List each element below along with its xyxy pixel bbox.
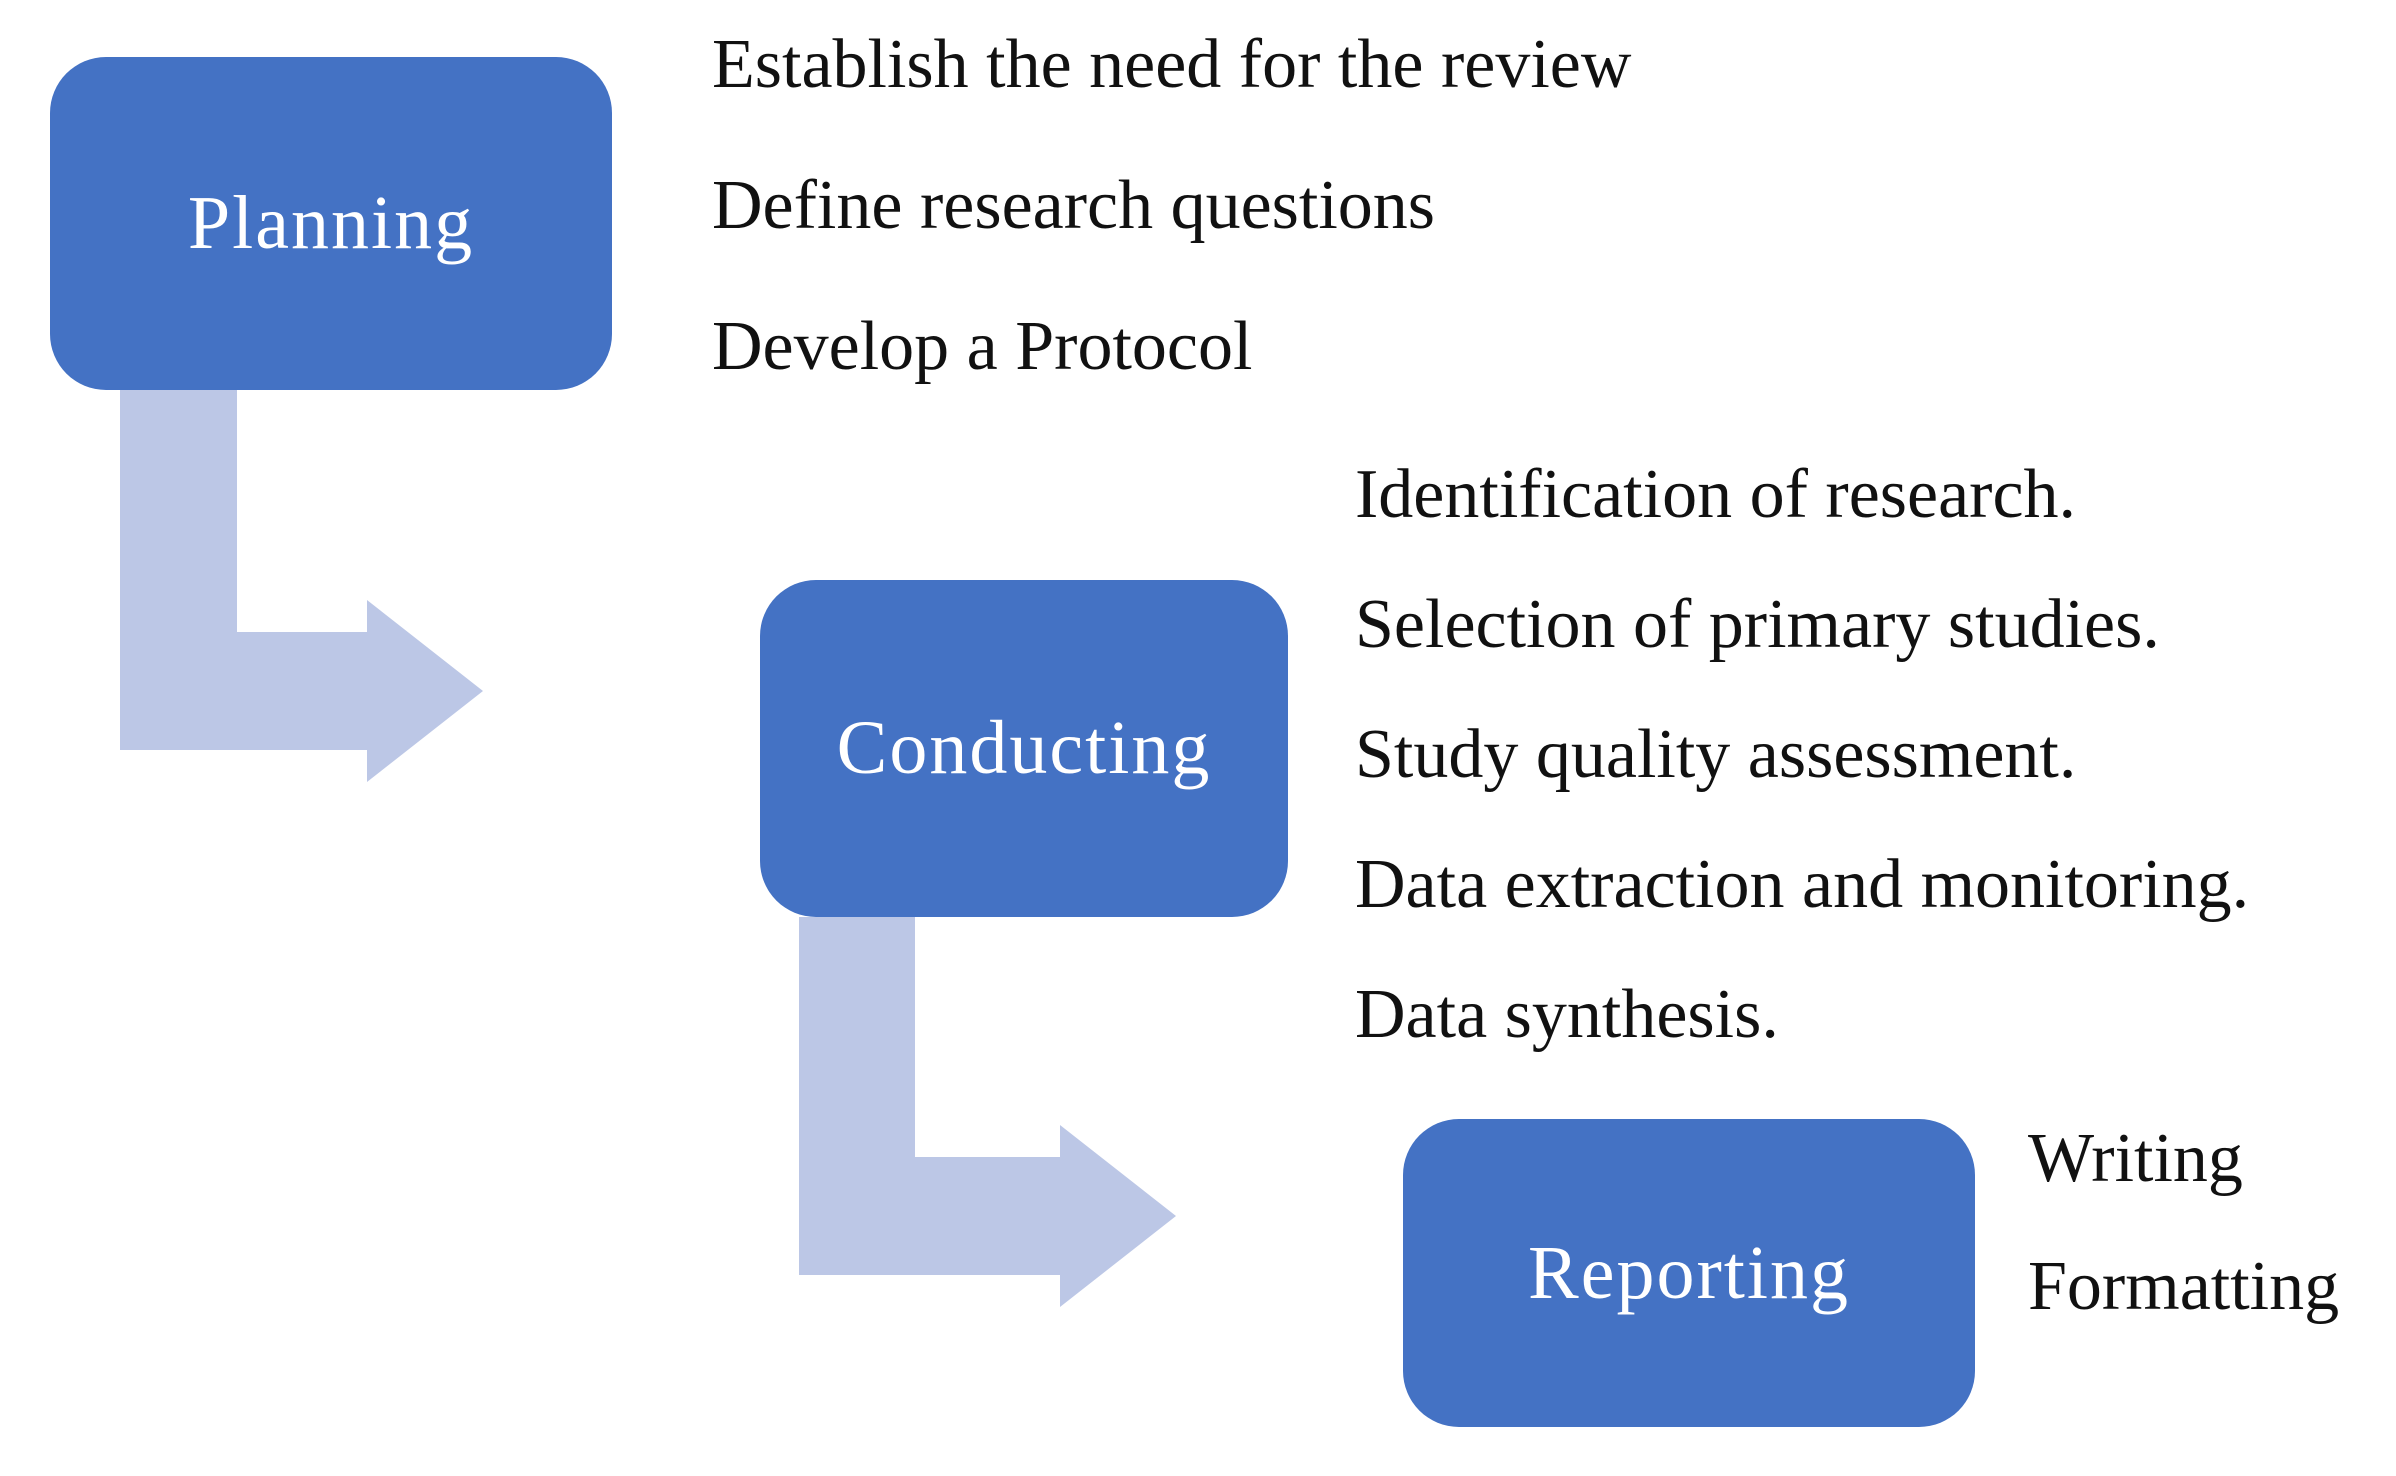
stage-items-planning: Establish the need for the review Define… [712, 0, 1631, 417]
list-item: Study quality assessment. [1355, 716, 2077, 793]
stage-items-conducting: Identification of research. Selection of… [1355, 430, 2249, 1080]
stage-items-reporting: Writing Formatting [2028, 1095, 2339, 1351]
elbow-arrow-shape [799, 917, 1176, 1307]
elbow-arrow-conducting-to-reporting [799, 917, 1176, 1307]
elbow-arrow-planning-to-conducting [120, 390, 483, 782]
list-item: Data synthesis. [1355, 976, 1779, 1053]
stage-label-planning: Planning [187, 181, 475, 265]
stage-label-reporting: Reporting [1528, 1230, 1850, 1315]
list-item: Define research questions [712, 167, 1436, 244]
list-item: Establish the need for the review [712, 26, 1632, 103]
elbow-arrow-shape [120, 390, 483, 782]
list-item: Writing [2028, 1120, 2243, 1197]
stage-box-reporting: Reporting [1403, 1119, 1975, 1427]
list-item: Data extraction and monitoring. [1355, 846, 2250, 923]
stage-label-conducting: Conducting [836, 706, 1212, 790]
list-item: Develop a Protocol [712, 308, 1253, 385]
list-item: Selection of primary studies. [1355, 586, 2160, 663]
stage-box-conducting: Conducting [760, 580, 1288, 917]
list-item: Identification of research. [1355, 456, 2077, 533]
list-item: Formatting [2028, 1248, 2340, 1325]
stage-box-planning: Planning [50, 57, 612, 390]
